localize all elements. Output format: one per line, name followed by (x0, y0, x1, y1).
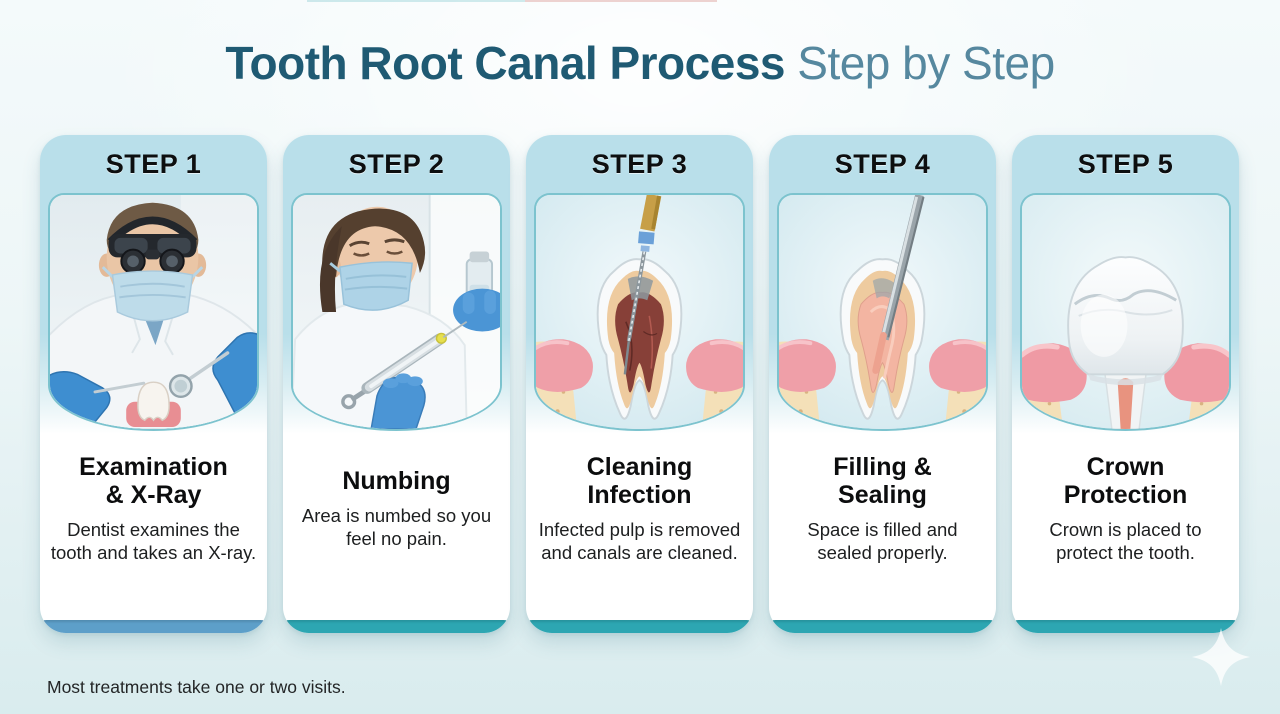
step-4-media (777, 193, 988, 431)
step-5-media (1020, 193, 1231, 431)
step-1-accent-bar (40, 620, 267, 633)
step-1-media (48, 193, 259, 431)
step-5-title: Crown Protection (1063, 453, 1188, 509)
top-artifact-strip (0, 0, 1280, 2)
sparkle-icon (1191, 627, 1251, 687)
step-4-description: Space is filled and sealed properly. (807, 519, 958, 563)
step-4-accent-bar (769, 620, 996, 633)
step-2-label: STEP 2 (348, 148, 445, 179)
dentist-examination-photo (50, 195, 257, 429)
step-4-label: STEP 4 (834, 148, 931, 179)
step-5-label: STEP 5 (1077, 148, 1174, 179)
step-card-5: STEP 5 (1012, 135, 1239, 633)
step-2-title: Numbing (342, 467, 451, 495)
step-3-description: Infected pulp is removed and canals are … (538, 519, 741, 563)
steps-row: STEP 1 (40, 135, 1240, 633)
root-canal-file-illustration (536, 195, 743, 429)
step-1-description: Dentist examines the tooth and takes an … (50, 519, 257, 563)
filling-tool-illustration (779, 195, 986, 429)
step-2-accent-bar (283, 620, 510, 633)
step-1-label: STEP 1 (105, 148, 202, 179)
footer-note: Most treatments take one or two visits. (47, 677, 346, 697)
step-card-2: STEP 2 (283, 135, 510, 633)
crowned-tooth-illustration (1022, 195, 1229, 429)
step-5-description: Crown is placed to protect the tooth. (1049, 519, 1202, 563)
step-card-4: STEP 4 (769, 135, 996, 633)
step-5-accent-bar (1012, 620, 1239, 633)
step-card-1: STEP 1 (40, 135, 267, 633)
step-1-title: Examination & X-Ray (79, 453, 228, 509)
page-title: Tooth Root Canal Process Step by Step (0, 36, 1280, 90)
page-title-bold: Tooth Root Canal Process (225, 37, 785, 89)
step-4-title: Filling & Sealing (833, 453, 932, 509)
step-3-title: Cleaning Infection (586, 453, 693, 509)
step-2-media (291, 193, 502, 431)
page-title-light: Step by Step (784, 37, 1055, 89)
step-3-label: STEP 3 (591, 148, 688, 179)
step-2-description: Area is numbed so you feel no pain. (301, 505, 492, 549)
step-card-3: STEP 3 (526, 135, 753, 633)
step-3-media (534, 193, 745, 431)
step-3-accent-bar (526, 620, 753, 633)
anesthetic-syringe-photo (293, 195, 500, 429)
